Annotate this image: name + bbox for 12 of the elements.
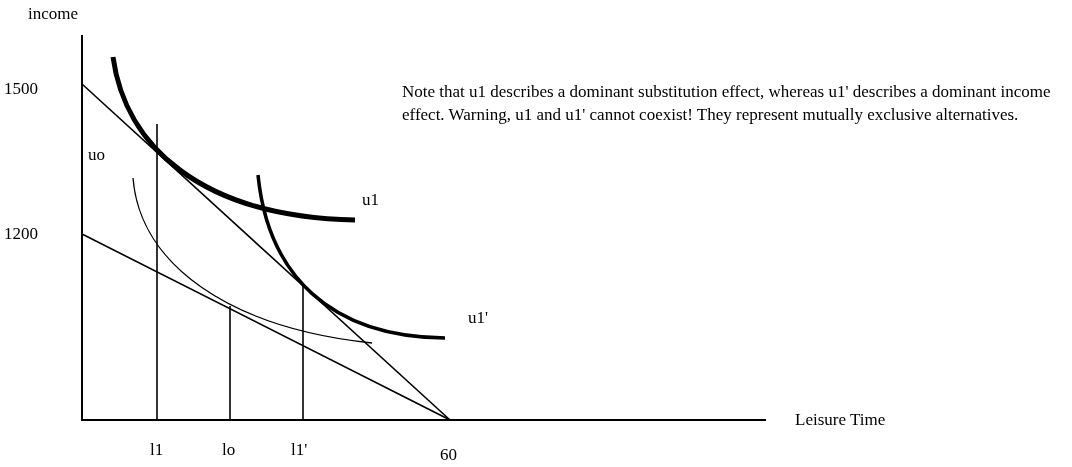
note-text: Note that u1 describes a dominant substitution effect, whereas u1' describes a dominant income effect. Warning, u1 and u1' cannot coexist! They represent mutually exclusive alternatives. (402, 81, 1052, 126)
axis-label: u1 (362, 190, 379, 211)
axis-label: uo (88, 145, 105, 166)
axis-label: 1500 (4, 79, 38, 100)
axis-label: l1' (291, 440, 308, 461)
axis-label: l1 (150, 440, 164, 461)
axis-label: Leisure Time (795, 410, 886, 431)
axis-label: 1200 (4, 224, 38, 245)
axis-label: lo (222, 440, 236, 461)
axis-label: u1' (468, 308, 489, 329)
axis-label: 60 (440, 445, 457, 466)
axis-label: income (28, 4, 79, 25)
